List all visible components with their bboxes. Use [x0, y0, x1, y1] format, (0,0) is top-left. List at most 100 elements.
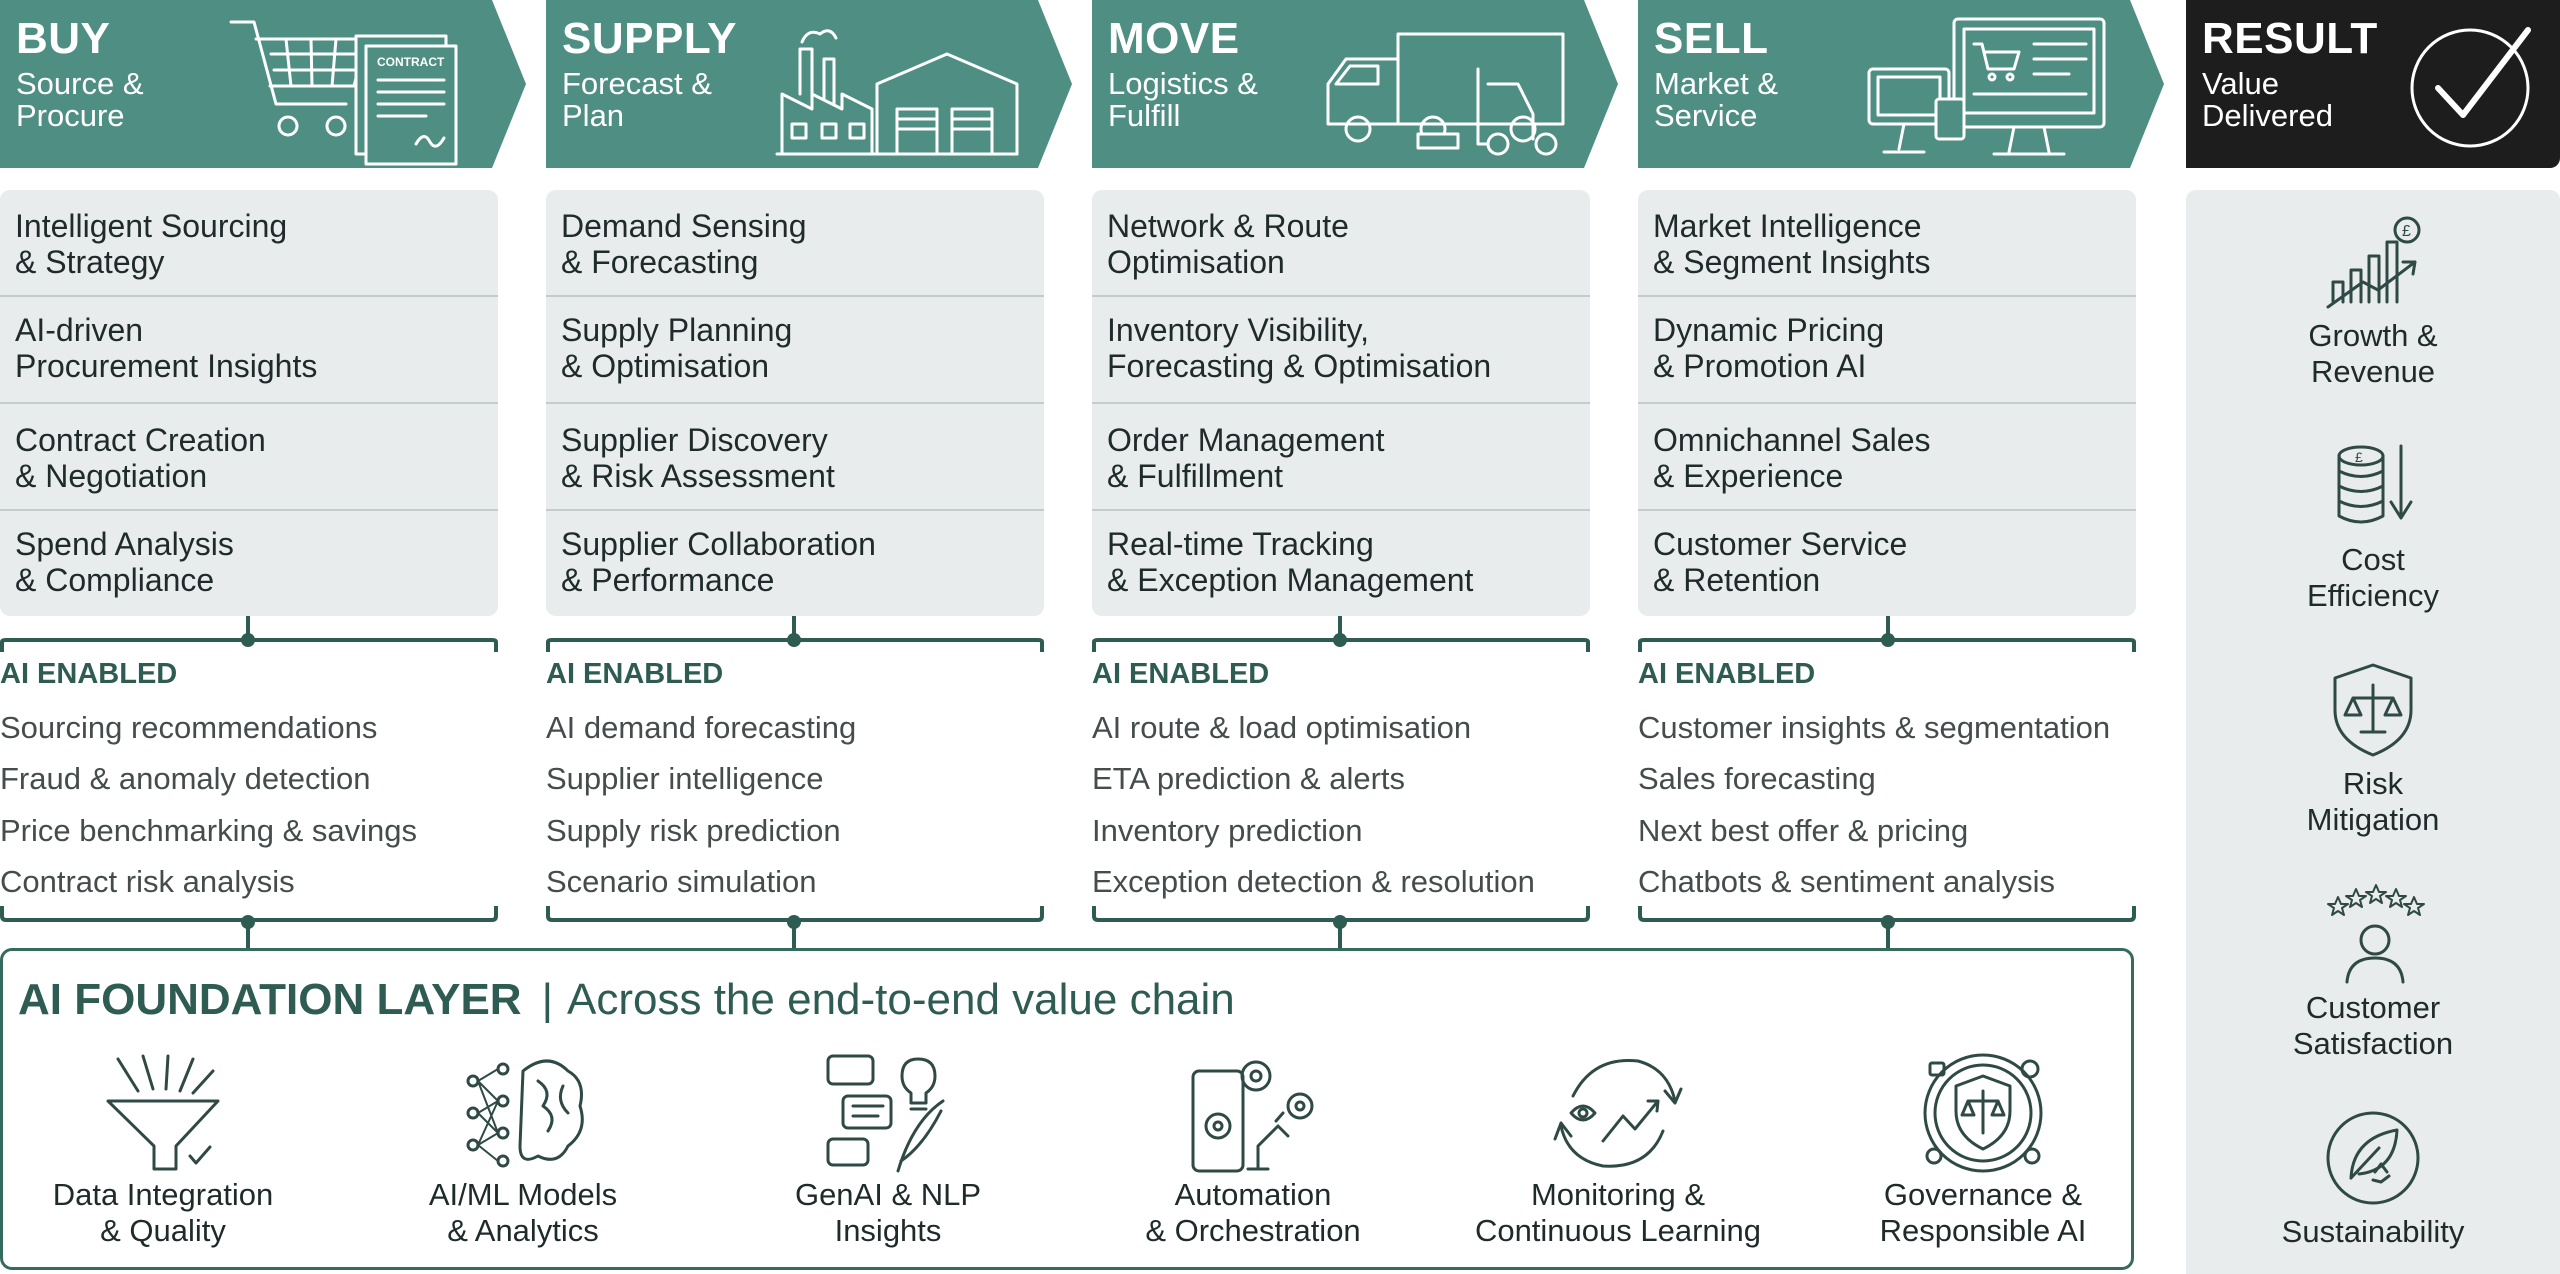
list-item: Sales forecasting: [1638, 761, 1876, 796]
stage-header-buy: BUY Source &Procure CONTRACT: [0, 0, 526, 168]
ai-enabled-label: AI ENABLED: [1092, 658, 1270, 690]
stage-subtitle: Market &Service: [1654, 66, 1779, 133]
svg-text:£: £: [2355, 449, 2363, 465]
cart-contract-icon: CONTRACT: [229, 20, 458, 166]
list-item: AI route & load optimisation: [1092, 710, 1472, 745]
foundation-item: Governance &Responsible AI: [1879, 1177, 2087, 1248]
stage-header-move: MOVE Logistics &Fulfill: [1092, 0, 1618, 168]
list-item: Chatbots & sentiment analysis: [1638, 864, 2055, 899]
list-item: AI demand forecasting: [546, 710, 857, 745]
stage-subtitle: Forecast &Plan: [562, 66, 712, 133]
function-panel-supply: Demand Sensing& Forecasting Supply Plann…: [546, 190, 1044, 616]
foundation-item: Monitoring &Continuous Learning: [1474, 1177, 1762, 1248]
eye-cycle-icon: [1553, 1058, 1683, 1168]
divider: [0, 402, 498, 404]
list-item: Supply risk prediction: [546, 813, 841, 848]
list-item: Sourcing recommendations: [0, 710, 378, 745]
factory-warehouse-icon: [775, 29, 1019, 156]
stage-header-sell: SELL Market &Service: [1638, 0, 2164, 168]
list-item: Market Intelligence& Segment Insights: [1653, 208, 1931, 280]
list-item: Intelligent Sourcing& Strategy: [15, 208, 288, 280]
list-item: Supply Planning& Optimisation: [561, 312, 793, 384]
result-item: Growth &Revenue: [2308, 318, 2438, 389]
stage-subtitle: Logistics &Fulfill: [1108, 66, 1258, 133]
bracket-supply: [546, 616, 1044, 948]
chat-bulb-icon: [826, 1054, 945, 1173]
function-panel-buy: Intelligent Sourcing& Strategy AI-driven…: [0, 190, 498, 616]
customer-stars-icon: [2327, 884, 2425, 984]
growth-chart-icon: £: [2326, 216, 2421, 309]
foundation-item: Data Integration& Quality: [52, 1177, 274, 1248]
checkmark-circle-icon: [2410, 27, 2531, 148]
function-panel-sell: Market Intelligence& Segment Insights Dy…: [1638, 190, 2136, 616]
svg-text:£: £: [2402, 223, 2411, 240]
list-item: Dynamic Pricing& Promotion AI: [1653, 312, 1885, 384]
list-item: Inventory Visibility,Forecasting & Optim…: [1107, 312, 1492, 384]
foundation-title: AI FOUNDATION LAYER|Across the end-to-en…: [18, 975, 1235, 1024]
list-item: Customer Service& Retention: [1653, 526, 1908, 598]
truck-forklift-icon: [1326, 32, 1565, 156]
list-item: Demand Sensing& Forecasting: [561, 208, 807, 280]
divider: [1638, 402, 2136, 404]
bracket-sell: [1638, 616, 2136, 948]
list-item: Scenario simulation: [546, 864, 817, 899]
list-item: Exception detection & resolution: [1092, 864, 1535, 899]
coins-down-icon: £: [2337, 444, 2413, 524]
bracket-buy: [0, 616, 498, 948]
gears-robot-arm-icon: [1191, 1060, 1314, 1173]
divider: [1638, 509, 2136, 511]
list-item: Contract risk analysis: [0, 864, 295, 899]
bracket-connectors: [0, 616, 2136, 948]
divider: [0, 295, 498, 297]
list-item: Contract Creation& Negotiation: [15, 422, 266, 494]
stage-title: SUPPLY: [562, 14, 738, 63]
list-item: Supplier Discovery& Risk Assessment: [561, 422, 835, 494]
list-item: Spend Analysis& Compliance: [15, 526, 234, 598]
list-item: ETA prediction & alerts: [1092, 761, 1406, 796]
ai-enabled-label: AI ENABLED: [546, 658, 724, 690]
neural-brain-icon: [466, 1059, 584, 1168]
stage-title: RESULT: [2202, 14, 2378, 63]
list-item: Inventory prediction: [1092, 813, 1363, 848]
list-item: Price benchmarking & savings: [0, 813, 417, 848]
list-item: Customer insights & segmentation: [1638, 710, 2111, 745]
divider: [1092, 295, 1590, 297]
divider: [546, 509, 1044, 511]
stage-title: BUY: [16, 14, 111, 63]
divider: [1092, 402, 1590, 404]
stage-title: MOVE: [1108, 14, 1240, 63]
foundation-item: Automation& Orchestration: [1145, 1177, 1361, 1248]
result-item: Sustainability: [2281, 1214, 2465, 1249]
stage-header-supply: SUPPLY Forecast &Plan: [546, 0, 1072, 168]
list-item: Supplier Collaboration& Performance: [561, 526, 876, 598]
divider: [1092, 509, 1590, 511]
governance-shield-icon: [1923, 1053, 2043, 1173]
leaf-recycle-icon: [2326, 1111, 2420, 1205]
foundation-item: AI/ML Models& Analytics: [428, 1177, 618, 1248]
pos-ecommerce-icon: [1867, 17, 2106, 156]
bracket-move: [1092, 616, 1590, 948]
ai-enabled-label: AI ENABLED: [0, 658, 178, 690]
stage-title: SELL: [1654, 14, 1769, 63]
list-item: Omnichannel Sales& Experience: [1653, 422, 1931, 494]
list-item: Supplier intelligence: [546, 761, 824, 796]
funnel-icon: [106, 1054, 220, 1171]
list-item: Order Management& Fulfillment: [1107, 422, 1385, 494]
shield-scales-icon: [2333, 663, 2413, 757]
divider: [546, 295, 1044, 297]
svg-text:CONTRACT: CONTRACT: [377, 55, 445, 69]
list-item: Fraud & anomaly detection: [0, 761, 371, 796]
divider: [0, 509, 498, 511]
ai-foundation-layer: AI FOUNDATION LAYER|Across the end-to-en…: [0, 948, 2134, 1270]
stage-subtitle: Source &Procure: [16, 66, 144, 133]
list-item: Next best offer & pricing: [1638, 813, 1969, 848]
